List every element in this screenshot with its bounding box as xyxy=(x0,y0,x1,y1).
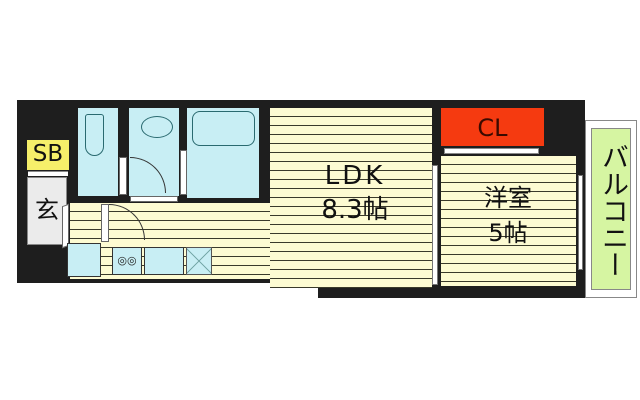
ldk-floor xyxy=(270,108,432,288)
shoe-box-label: SB xyxy=(32,141,64,167)
closet: CL xyxy=(441,108,544,146)
balcony-label: バルコニー xyxy=(597,143,628,278)
bedroom-floor xyxy=(441,156,576,286)
bathroom xyxy=(187,108,259,198)
hallway-floor xyxy=(70,203,270,279)
balcony: バルコニー xyxy=(585,120,637,298)
shoe-box-door xyxy=(28,171,68,176)
sink-icon xyxy=(144,247,184,275)
entrance: 玄 xyxy=(27,177,67,245)
washroom-door xyxy=(130,196,178,202)
toilet-icon xyxy=(85,114,104,156)
ldk-name: LDK xyxy=(324,161,386,191)
ldk-size: 8.3帖 xyxy=(321,195,389,225)
closet-door xyxy=(444,148,539,154)
shoe-box: SB xyxy=(27,140,69,170)
entrance-label: 玄 xyxy=(35,196,59,224)
washbasin-icon xyxy=(141,116,173,138)
refrigerator-space xyxy=(186,247,212,275)
balcony-window xyxy=(578,175,583,270)
bathroom-door xyxy=(180,150,187,195)
bedroom-name: 洋室 xyxy=(484,184,532,212)
stove-icon: ◎◎ xyxy=(112,247,142,275)
bedroom-size: 5帖 xyxy=(488,219,528,247)
washing-machine-space xyxy=(67,243,101,277)
bedroom-sliding-door xyxy=(432,165,438,285)
toilet-door xyxy=(119,157,127,195)
closet-label: CL xyxy=(477,114,508,142)
bathtub-icon xyxy=(192,111,255,146)
hall-door xyxy=(101,204,109,242)
entrance-door xyxy=(62,203,69,249)
balcony-floor xyxy=(591,128,631,290)
